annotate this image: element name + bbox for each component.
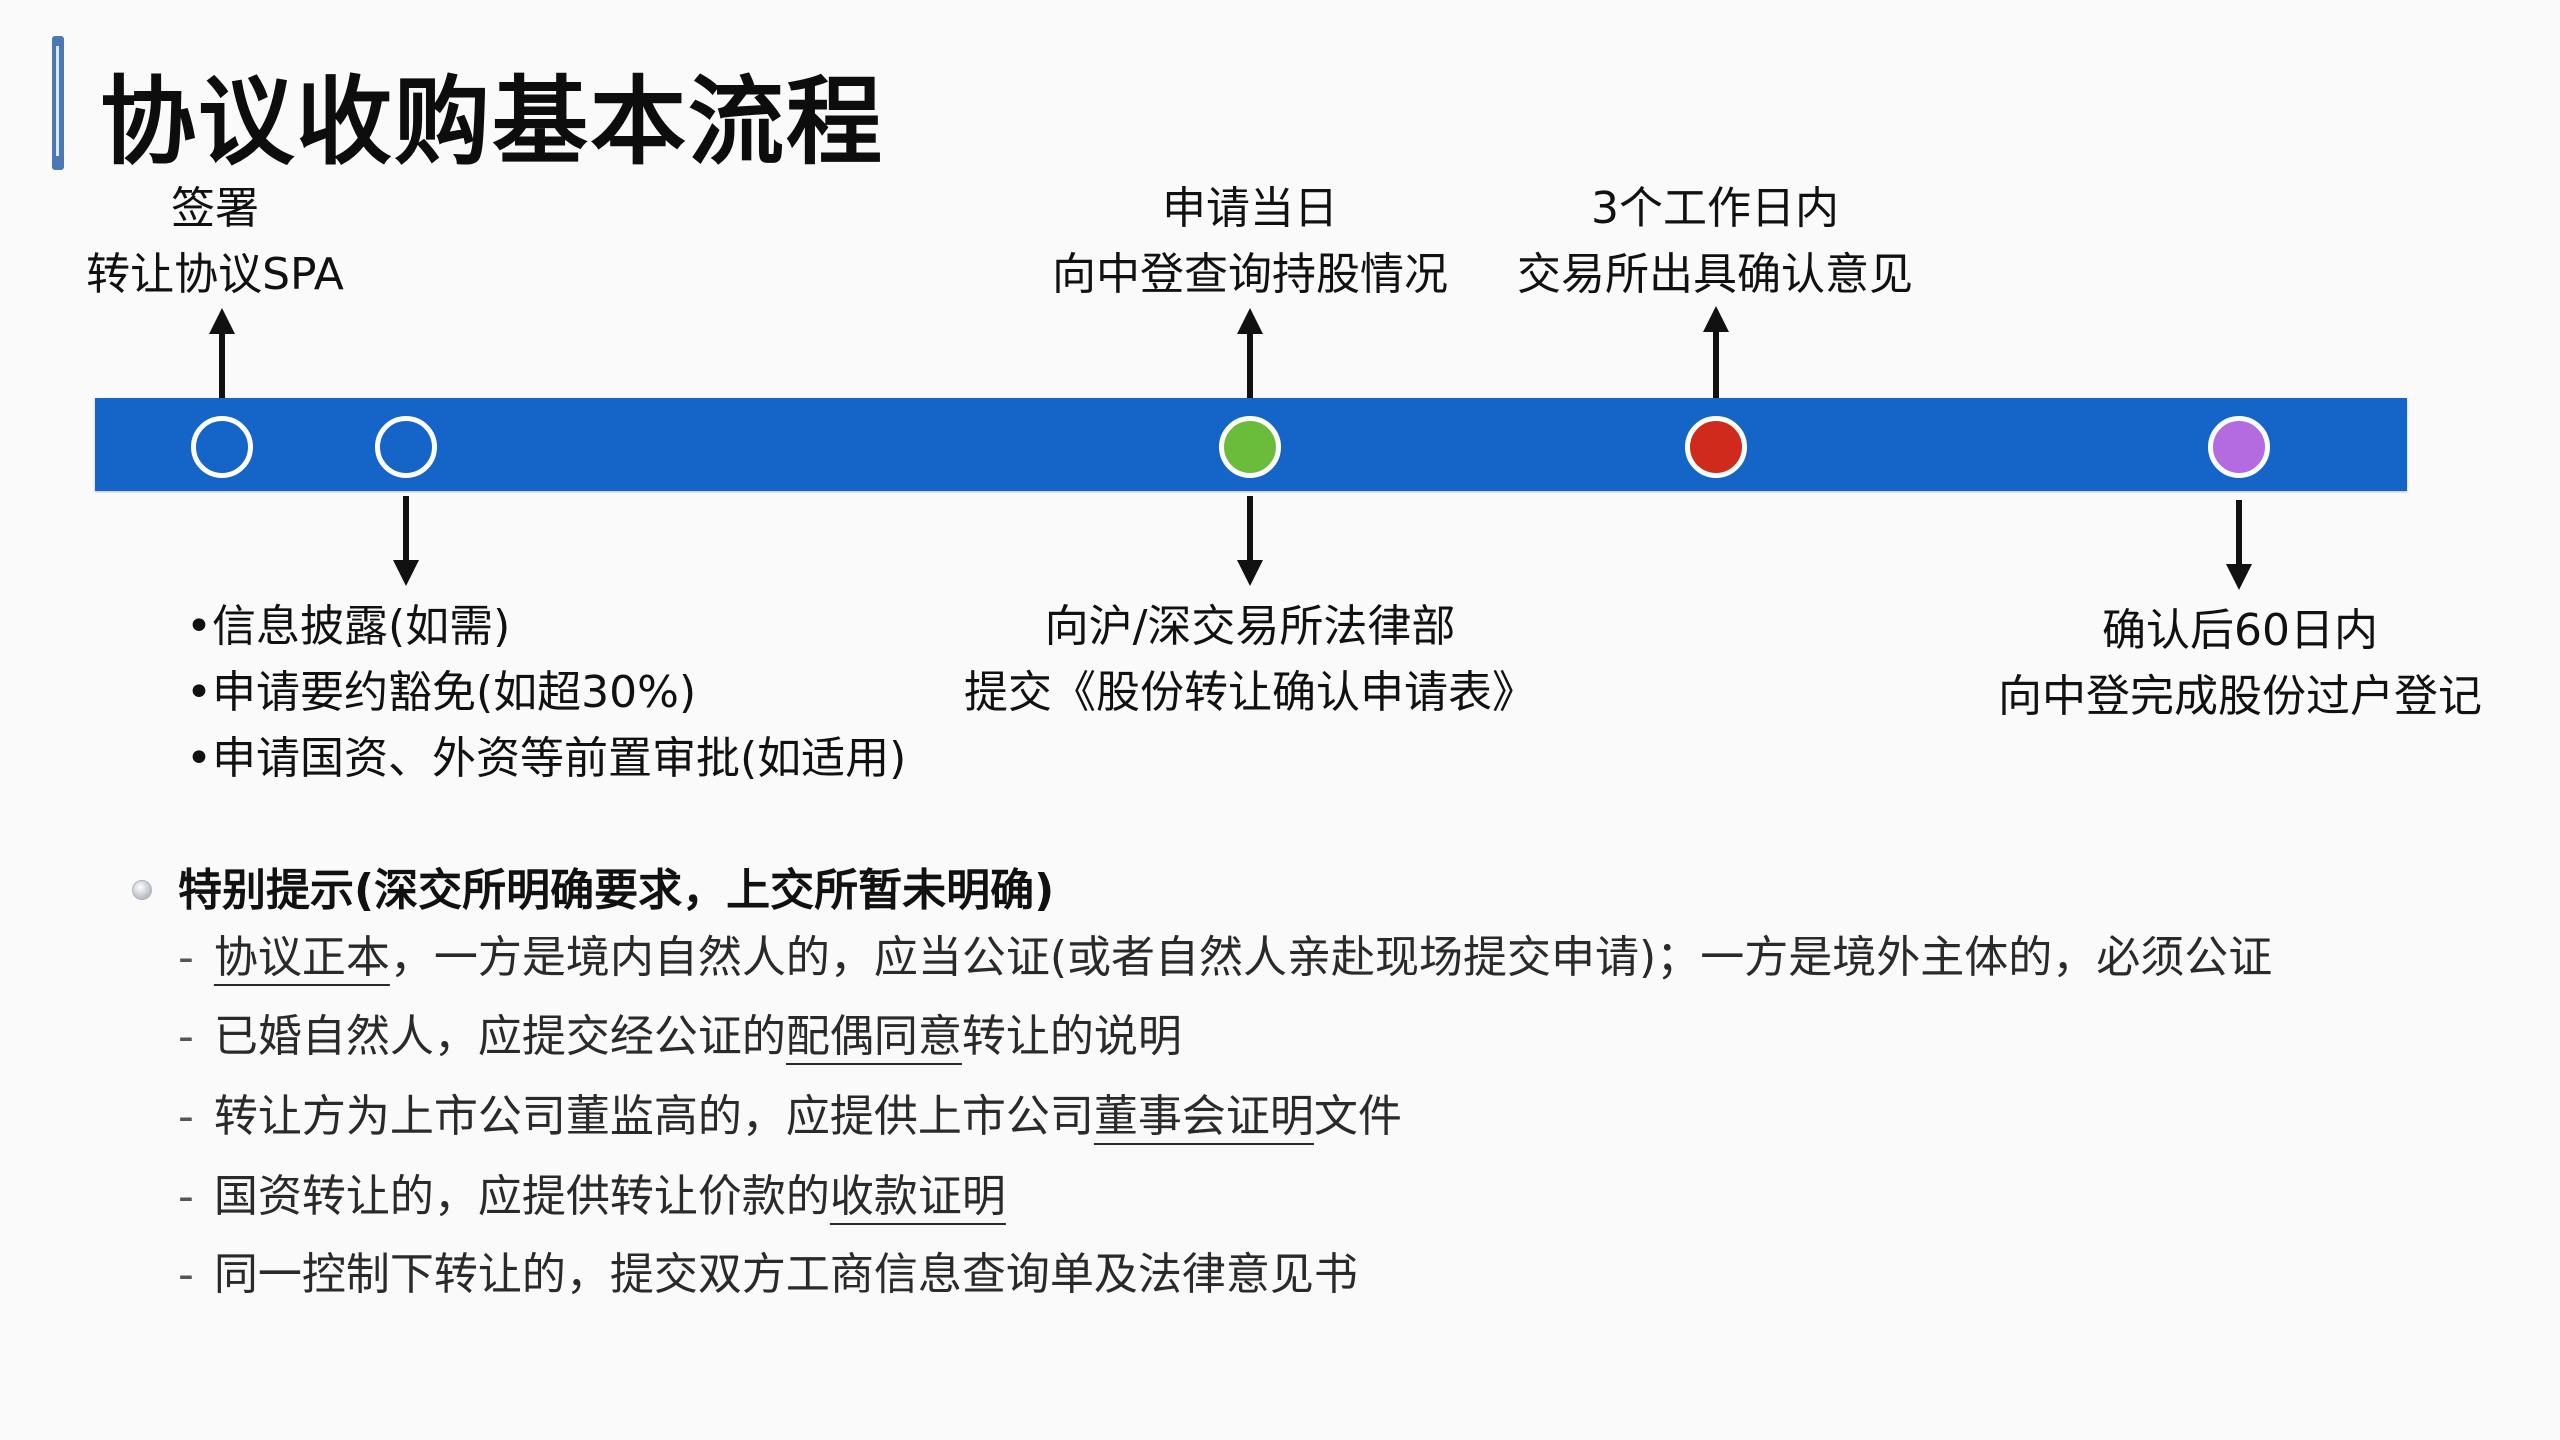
note-item: -协议正本，一方是境内自然人的，应当公证(或者自然人亲赴现场提交申请)；一方是境… bbox=[178, 925, 2272, 991]
note-dash: - bbox=[178, 1011, 194, 1062]
disclosure-item: •申请要约豁免(如超30%) bbox=[186, 660, 906, 726]
step-sign-line1: 签署 bbox=[171, 183, 259, 234]
step-transfer-line2: 向中登完成股份过户登记 bbox=[1998, 671, 2482, 722]
disclosure-item-text: 申请要约豁免(如超30%) bbox=[212, 667, 697, 718]
note-underlined-text: 董事会证明 bbox=[1093, 1091, 1314, 1142]
timeline-node-apply-day bbox=[1219, 416, 1281, 478]
notes-heading: 特别提示(深交所明确要求，上交所暂未明确) bbox=[132, 858, 1054, 924]
step-submit-line1: 向沪/深交易所法律部 bbox=[1044, 601, 1456, 652]
timeline-node-exchange-confirm bbox=[1685, 416, 1747, 478]
note-dash: - bbox=[178, 1171, 194, 1222]
notes-bullet-icon bbox=[132, 880, 152, 900]
timeline-node-transfer bbox=[2208, 416, 2270, 478]
note-underlined-text: 配偶同意 bbox=[785, 1011, 962, 1062]
note-item: -转让方为上市公司董监高的，应提供上市公司董事会证明文件 bbox=[178, 1084, 1402, 1150]
arrow-up-apply-day bbox=[1237, 308, 1263, 402]
arrow-down-transfer bbox=[2226, 500, 2252, 590]
note-text: 国资转让的，应提供转让价款的 bbox=[213, 1171, 830, 1222]
timeline-node-disclosure bbox=[375, 416, 437, 478]
note-dash: - bbox=[178, 1091, 194, 1142]
step-exchange-confirm-line2: 交易所出具确认意见 bbox=[1517, 249, 1913, 300]
note-item: -国资转让的，应提供转让价款的收款证明 bbox=[178, 1164, 1006, 1230]
disclosure-item-text: 信息披露(如需) bbox=[212, 601, 511, 652]
bullet: • bbox=[186, 733, 212, 784]
step-transfer-line1: 确认后60日内 bbox=[2102, 605, 2378, 656]
note-dash: - bbox=[178, 932, 194, 983]
bullet: • bbox=[186, 667, 212, 718]
note-underlined-text: 协议正本 bbox=[213, 932, 390, 983]
step-exchange-confirm-line1: 3个工作日内 bbox=[1591, 183, 1839, 234]
note-text: 转让的说明 bbox=[961, 1011, 1182, 1062]
step-transfer-label: 确认后60日内 向中登完成股份过户登记 bbox=[1960, 598, 2520, 730]
step-disclosure-list: •信息披露(如需) •申请要约豁免(如超30%) •申请国资、外资等前置审批(如… bbox=[186, 594, 906, 792]
notes-heading-text: 特别提示(深交所明确要求，上交所暂未明确) bbox=[178, 865, 1055, 916]
step-exchange-confirm-label: 3个工作日内 交易所出具确认意见 bbox=[1480, 176, 1950, 308]
disclosure-item: •信息披露(如需) bbox=[186, 594, 906, 660]
note-underlined-text: 收款证明 bbox=[829, 1171, 1006, 1222]
note-text: ，一方是境内自然人的，应当公证(或者自然人亲赴现场提交申请)；一方是境外主体的，… bbox=[389, 932, 2273, 983]
timeline-node-sign bbox=[191, 416, 253, 478]
disclosure-item-text: 申请国资、外资等前置审批(如适用) bbox=[212, 733, 907, 784]
arrow-down-submit bbox=[1237, 496, 1263, 586]
page-title: 协议收购基本流程 bbox=[100, 66, 884, 178]
step-apply-day-label: 申请当日 向中登查询持股情况 bbox=[1010, 176, 1490, 308]
step-submit-line2: 提交《股份转让确认申请表》 bbox=[964, 667, 1536, 718]
note-item: -已婚自然人，应提交经公证的配偶同意转让的说明 bbox=[178, 1004, 1182, 1070]
step-apply-day-line1: 申请当日 bbox=[1162, 183, 1338, 234]
step-submit-label: 向沪/深交易所法律部 提交《股份转让确认申请表》 bbox=[930, 594, 1570, 726]
note-text: 文件 bbox=[1313, 1091, 1402, 1142]
arrow-up-sign bbox=[209, 308, 235, 406]
bullet: • bbox=[186, 601, 212, 652]
note-text: 同一控制下转让的，提交双方工商信息查询单及法律意见书 bbox=[213, 1249, 1358, 1300]
step-apply-day-line2: 向中登查询持股情况 bbox=[1052, 249, 1448, 300]
title-accent-bar bbox=[52, 36, 64, 170]
arrow-down-disclosure bbox=[393, 496, 419, 586]
step-sign-line2: 转让协议SPA bbox=[86, 249, 344, 300]
step-sign-label: 签署 转让协议SPA bbox=[55, 176, 375, 308]
note-text: 已婚自然人，应提交经公证的 bbox=[213, 1011, 786, 1062]
note-dash: - bbox=[178, 1249, 194, 1300]
note-text: 转让方为上市公司董监高的，应提供上市公司 bbox=[213, 1091, 1094, 1142]
disclosure-item: •申请国资、外资等前置审批(如适用) bbox=[186, 726, 906, 792]
arrow-up-exchange-confirm bbox=[1703, 306, 1729, 398]
note-item: -同一控制下转让的，提交双方工商信息查询单及法律意见书 bbox=[178, 1242, 1358, 1308]
